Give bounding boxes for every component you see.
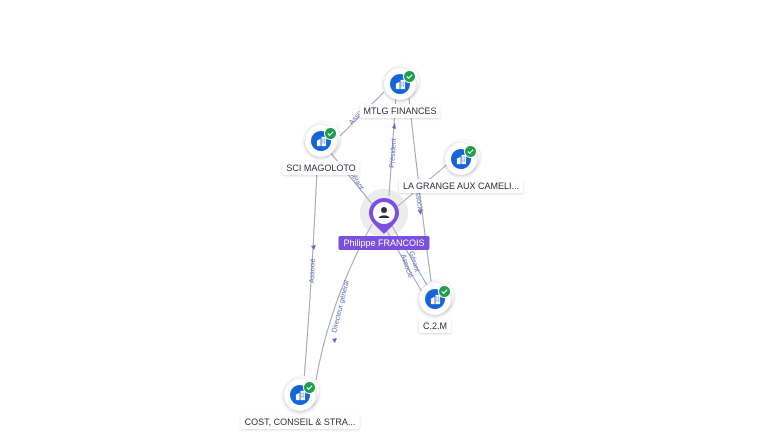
edge-label-associe-sci-cost: Associé: [309, 258, 317, 283]
company-label: MTLG FINANCES: [359, 104, 441, 118]
arrow-head: [392, 123, 396, 129]
edge-mtlg-c2m: [408, 97, 433, 289]
check-icon: [403, 70, 416, 83]
arrow-head: [332, 338, 337, 343]
arrow-head: [418, 209, 422, 215]
user-icon: [369, 198, 399, 234]
company-label: C.2.M: [418, 319, 452, 333]
check-icon: [464, 145, 477, 158]
person-label: Philippe FRANCOIS: [338, 236, 430, 250]
check-icon: [324, 127, 337, 140]
check-icon: [303, 381, 316, 394]
company-label: COST, CONSEIL & STRA...: [240, 415, 360, 429]
edge-label-associe-mtlg-c2m: Associé: [413, 187, 423, 212]
company-label: SCI MAGOLOTO: [282, 161, 360, 175]
edge-person-sci: [329, 151, 373, 205]
edge-label-president: Président: [389, 138, 398, 168]
edge-sci-cost: [303, 169, 318, 381]
check-icon: [438, 285, 451, 298]
company-label: LA GRANGE AUX CAMELI...: [398, 179, 524, 193]
arrow-head: [311, 245, 316, 250]
edge-label-directeur: Directeur général: [331, 279, 351, 333]
